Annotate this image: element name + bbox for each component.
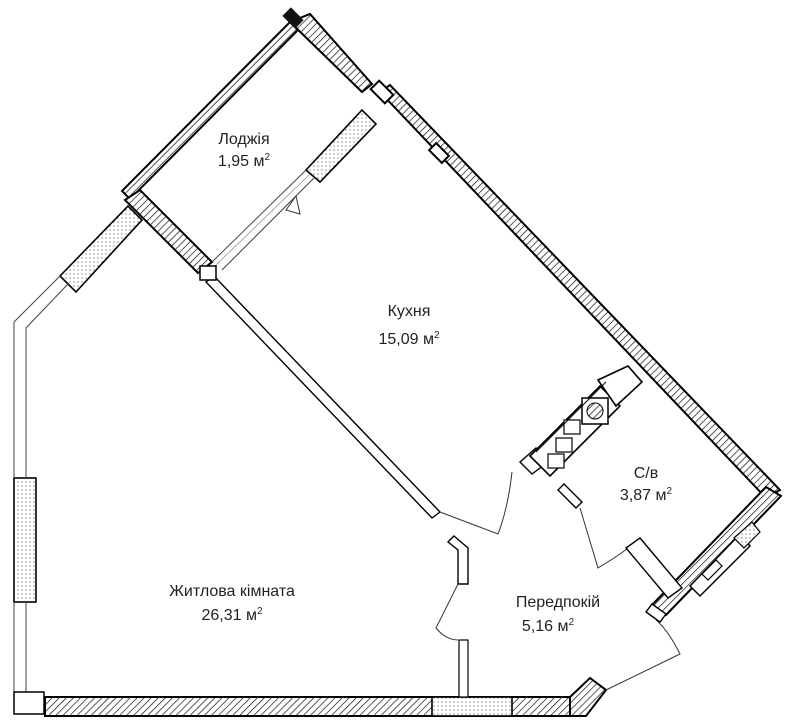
exterior-wall-southeast-corner [569, 676, 608, 717]
door-entrance-swing [605, 619, 681, 691]
partition-hallway-east [645, 603, 667, 623]
wall-corner-marker [369, 79, 395, 105]
ventilation-shaft [528, 365, 644, 478]
window-sill-marker [13, 691, 45, 715]
insulated-wall-segment [58, 204, 144, 294]
svg-text:1,95 м2: 1,95 м2 [218, 152, 271, 170]
room-area: 5,16 [522, 618, 553, 635]
glazed-partition [211, 169, 307, 263]
room-unit-sup: 2 [257, 606, 263, 617]
room-area: 15,09 [378, 331, 418, 348]
room-unit: м [656, 487, 667, 504]
glazed-partition [221, 177, 315, 271]
balcony-door-swing [285, 194, 301, 215]
partition-stub [458, 639, 469, 698]
room-name: С/в [634, 465, 659, 482]
door-bathroom-swing [579, 507, 629, 569]
window-living-bottom [13, 602, 45, 698]
room-unit: м [254, 153, 265, 170]
loggia-wall-northwest [120, 20, 300, 201]
room-name: Кухня [388, 303, 431, 320]
room-unit: м [558, 618, 569, 635]
window-living-left-inner [25, 283, 69, 478]
svg-text:3,87 м2: 3,87 м2 [620, 486, 673, 504]
loggia-wall-northeast [288, 12, 374, 94]
room-label-living: Житлова кімната 26,31 м2 [169, 583, 295, 624]
insulated-wall-segment [13, 477, 37, 603]
glazed-partition [214, 173, 311, 267]
room-label-loggia: Лоджія 1,95 м2 [218, 131, 271, 170]
svg-text:5,16 м2: 5,16 м2 [522, 617, 575, 635]
room-unit: м [423, 331, 434, 348]
insulated-wall-segment [304, 108, 378, 184]
room-label-bathroom: С/в 3,87 м2 [620, 465, 673, 504]
room-unit-sup: 2 [434, 330, 440, 341]
room-name: Лоджія [218, 131, 269, 148]
room-unit-sup: 2 [667, 486, 673, 497]
room-label-kitchen: Кухня 15,09 м2 [378, 303, 440, 348]
loggia-wall-southwest [123, 188, 214, 275]
room-name: Житлова кімната [169, 583, 295, 600]
wall-corner-marker [427, 141, 451, 165]
svg-text:15,09 м2: 15,09 м2 [378, 330, 440, 348]
door-kitchen-swing [439, 471, 513, 535]
entrance-niche [688, 521, 761, 598]
room-unit: м [246, 607, 257, 624]
room-label-hallway: Передпокій 5,16 м2 [516, 594, 600, 635]
room-area: 1,95 [218, 153, 249, 170]
room-unit-sup: 2 [265, 152, 271, 163]
room-unit-sup: 2 [569, 617, 575, 628]
room-name: Передпокій [516, 594, 600, 611]
partition-stub [446, 535, 469, 585]
wall-corner-marker [282, 7, 304, 29]
window-living-left [13, 275, 61, 478]
svg-text:26,31 м2: 26,31 м2 [201, 606, 263, 624]
room-area: 3,87 [620, 487, 651, 504]
wall-corner-marker [199, 265, 217, 281]
partition-bathroom [557, 483, 583, 509]
partition-bathroom-lower [624, 537, 684, 599]
room-area: 26,31 [201, 607, 241, 624]
door-living-swing [435, 583, 459, 641]
insulated-wall-segment [431, 696, 513, 717]
